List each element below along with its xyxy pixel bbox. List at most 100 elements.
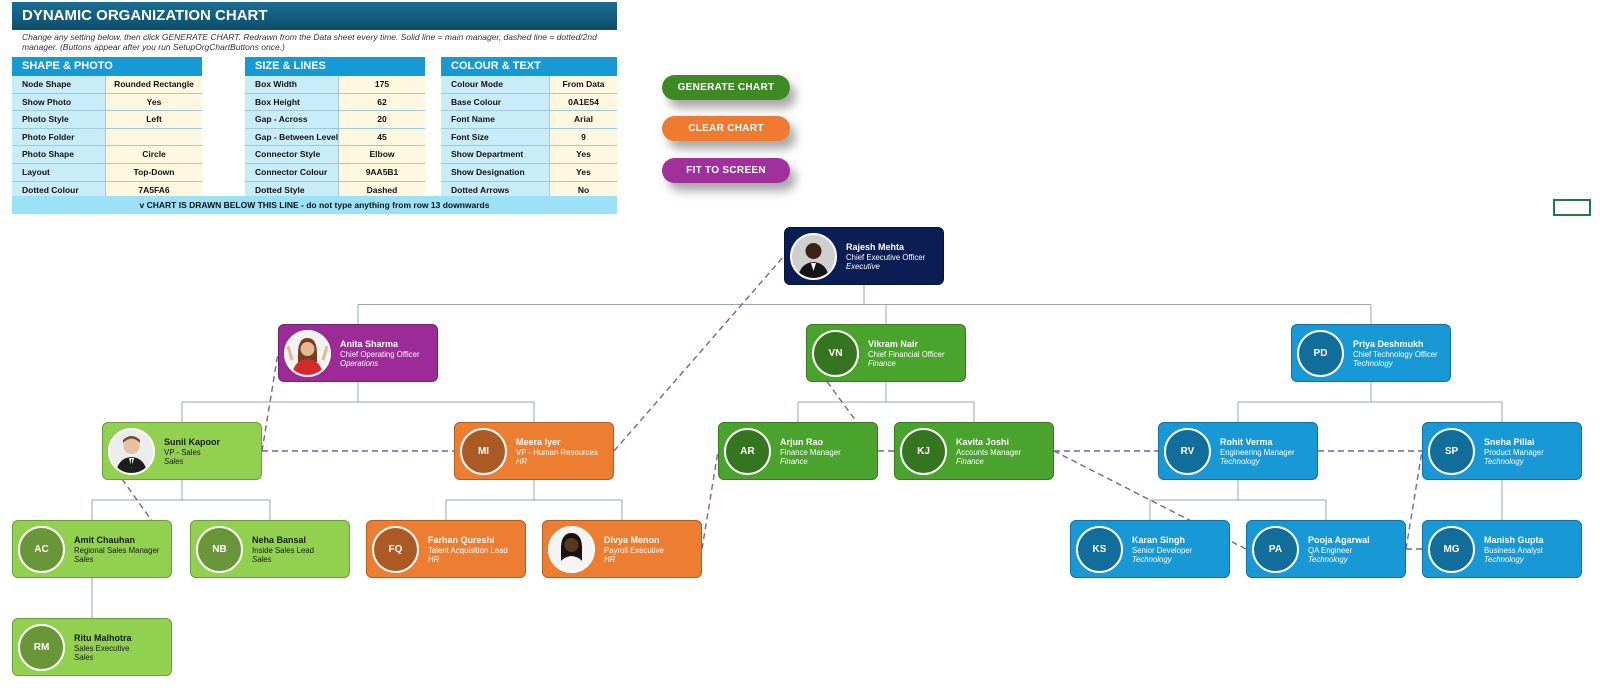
setting-value-cell[interactable]: Arial xyxy=(549,111,617,128)
setting-label: Dotted Arrows xyxy=(441,181,549,199)
node-department: HR xyxy=(428,555,440,564)
setting-value-cell[interactable]: Dashed xyxy=(338,181,425,199)
setting-label: Box Width xyxy=(245,76,338,93)
node-designation: Finance Manager xyxy=(780,447,841,457)
setting-label: Font Name xyxy=(441,111,549,128)
node-designation: Product Manager xyxy=(1484,447,1544,457)
node-name: Sneha Pillai xyxy=(1484,437,1535,447)
node-department: Technology xyxy=(1220,457,1260,466)
selected-cell[interactable] xyxy=(1553,199,1591,216)
node-designation: Engineering Manager xyxy=(1220,447,1295,457)
dotted-connector xyxy=(701,450,719,550)
fit-to-screen-button[interactable]: FIT TO SCREEN xyxy=(662,158,790,183)
setting-label: Base Colour xyxy=(441,93,549,111)
setting-row: Photo Folder xyxy=(12,128,202,147)
node-designation: Chief Financial Officer xyxy=(868,349,945,359)
setting-value-cell[interactable]: 62 xyxy=(338,93,425,111)
setting-value-cell[interactable] xyxy=(105,128,202,146)
panel-title: COLOUR & TEXT xyxy=(441,57,617,76)
setting-value-cell[interactable]: Yes xyxy=(105,93,202,111)
instructions-text: Change any setting below, then click GEN… xyxy=(22,32,597,52)
node-department: Technology xyxy=(1353,359,1393,368)
node-name: Priya Deshmukh xyxy=(1353,339,1424,349)
setting-value-cell[interactable]: Left xyxy=(105,111,202,128)
setting-value-cell[interactable]: Elbow xyxy=(338,146,425,163)
initials-avatar: SP xyxy=(1428,428,1475,475)
setting-value-cell[interactable]: No xyxy=(549,181,617,199)
node-department: Finance xyxy=(956,457,984,466)
node-department: Technology xyxy=(1484,555,1524,564)
setting-value-cell[interactable]: 20 xyxy=(338,111,425,128)
node-department: Sales xyxy=(74,653,94,662)
node-department: HR xyxy=(604,555,616,564)
node-designation: Chief Executive Officer xyxy=(846,252,926,262)
node-designation: VP - Human Resources xyxy=(516,447,598,457)
setting-value-cell[interactable]: Yes xyxy=(549,163,617,181)
clear-chart-button[interactable]: CLEAR CHART xyxy=(662,116,790,141)
initials-avatar: RV xyxy=(1164,428,1211,475)
setting-value-cell[interactable]: Yes xyxy=(549,146,617,163)
node-name: Karan Singh xyxy=(1132,535,1186,545)
setting-value-cell[interactable]: 45 xyxy=(338,128,425,146)
setting-label: Show Department xyxy=(441,146,549,163)
setting-value-cell[interactable]: 0A1E54 xyxy=(549,93,617,111)
node-designation: Chief Technology Officer xyxy=(1353,349,1438,359)
node-department: Operations xyxy=(340,359,379,368)
node-name: Divya Menon xyxy=(604,535,660,545)
node-name: Ritu Malhotra xyxy=(74,633,132,643)
setting-label: Connector Colour xyxy=(245,163,338,181)
node-name: Amit Chauhan xyxy=(74,535,136,545)
setting-value-cell[interactable]: Rounded Rectangle xyxy=(105,76,202,93)
initials-avatar: MI xyxy=(460,428,507,475)
setting-value-cell[interactable]: From Data xyxy=(549,76,617,93)
generate-chart-button[interactable]: GENERATE CHART xyxy=(662,75,790,100)
node-designation: Accounts Manager xyxy=(956,447,1022,457)
setting-value-cell[interactable]: 9AA5B1 xyxy=(338,163,425,181)
node-department: Sales xyxy=(74,555,94,564)
setting-value-cell[interactable]: Top-Down xyxy=(105,163,202,181)
setting-value-cell[interactable]: 7A5FA6 xyxy=(105,181,202,199)
node-designation: Regional Sales Manager xyxy=(74,545,160,555)
setting-value-cell[interactable]: 9 xyxy=(549,128,617,146)
initials-avatar: FQ xyxy=(372,526,419,573)
node-department: Finance xyxy=(780,457,808,466)
initials-avatar: KS xyxy=(1076,526,1123,573)
setting-value-cell[interactable]: 175 xyxy=(338,76,425,93)
node-name: Arjun Rao xyxy=(780,437,824,447)
setting-value-cell[interactable]: Circle xyxy=(105,146,202,163)
